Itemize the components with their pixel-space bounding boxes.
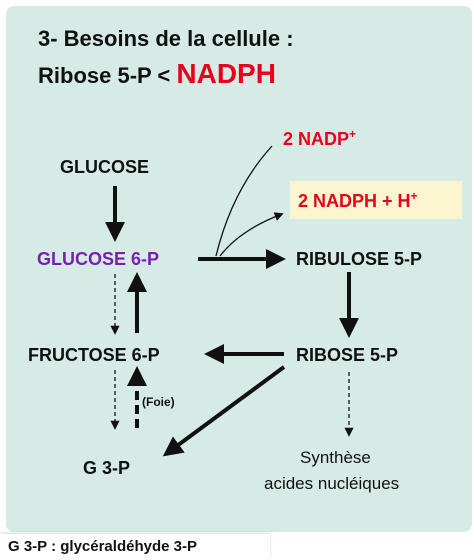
- label-foie: (Foie): [142, 395, 175, 409]
- arrow-nadph-produced: [219, 212, 284, 257]
- arrow-nadp-consumed: [215, 145, 273, 257]
- footer-bar: [0, 534, 270, 560]
- nadph-text: 2 NADPH + H: [298, 191, 411, 211]
- node-g3p: G 3-P: [83, 458, 131, 478]
- cofactor-nadp: 2 NADP+: [283, 127, 356, 150]
- label-synthese: Synthèse: [300, 448, 371, 467]
- node-glucose-6p: GLUCOSE 6-P: [37, 249, 160, 269]
- nadp-text: 2 NADP: [283, 129, 350, 149]
- node-ribulose-5p: RIBULOSE 5-P: [296, 249, 423, 269]
- slide-background: [6, 6, 472, 532]
- footer-legend: G 3-P : glycéraldéhyde 3-P: [8, 538, 197, 555]
- nadp-charge: +: [349, 127, 357, 141]
- label-acides-nucleiques: acides nucléiques: [264, 474, 400, 493]
- node-glucose: GLUCOSE: [60, 157, 150, 177]
- cofactor-nadph: 2 NADPH + H+: [298, 189, 418, 212]
- node-ribose-5p: RIBOSE 5-P: [296, 345, 399, 365]
- slide-title-line2: Ribose 5-P < NADPH: [38, 58, 276, 90]
- nadph-highlight-box: [290, 181, 462, 219]
- title-nadph: NADPH: [176, 58, 276, 89]
- nadph-charge: +: [410, 189, 418, 203]
- slide-title-line1: 3- Besoins de la cellule :: [38, 26, 294, 51]
- title-prefix: Ribose 5-P <: [38, 63, 177, 88]
- node-fructose-6p: FRUCTOSE 6-P: [28, 345, 160, 365]
- arrow-ribose-to-g3p: [162, 365, 286, 457]
